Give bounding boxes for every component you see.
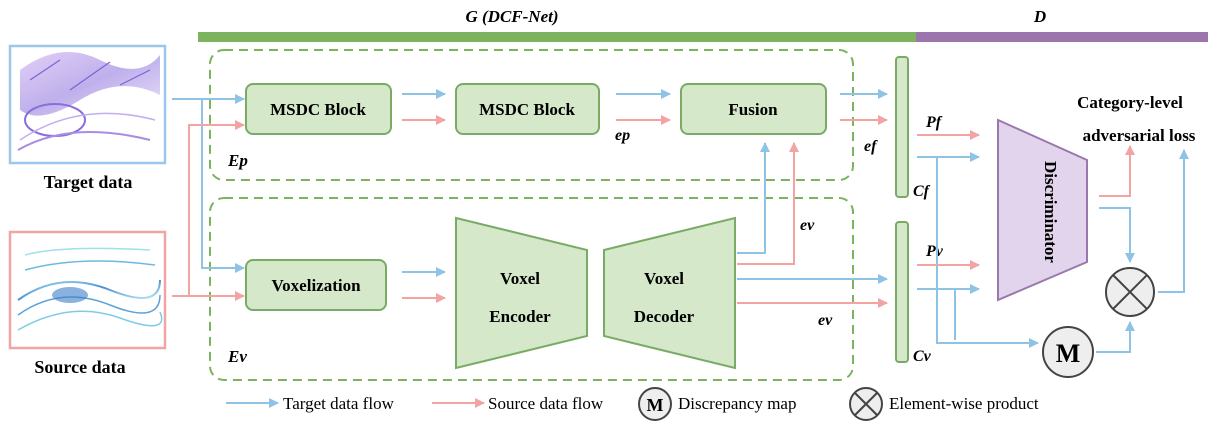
loss-label-line1: Category-level xyxy=(1077,93,1183,112)
ef-feature-label: ef xyxy=(864,138,878,155)
source-data-image xyxy=(8,230,167,350)
msdc-block-1-label: MSDC Block xyxy=(270,100,366,119)
ep-feature-label: ep xyxy=(615,127,630,144)
discriminator-label: Discriminator xyxy=(1041,161,1060,263)
legend-source-label: Source data flow xyxy=(488,394,604,413)
ev-feature-label-top: ev xyxy=(800,217,815,234)
msdc-block-1 xyxy=(245,83,392,135)
cf-label: Cf xyxy=(913,183,931,200)
voxel-encoder xyxy=(455,216,588,370)
discrepancy-map-icon xyxy=(1042,326,1094,378)
source-data-label: Source data xyxy=(34,357,125,377)
legend: Target data flow Source data flow M Disc… xyxy=(226,387,1039,421)
generator-label: G (DCF-Net) xyxy=(465,7,558,26)
legend-product-icon xyxy=(849,387,883,421)
pf-label: Pf xyxy=(925,114,943,131)
voxel-branch-frame xyxy=(209,197,854,381)
target-flow-arrows xyxy=(172,89,1189,353)
legend-target-label: Target data flow xyxy=(283,394,395,413)
target-data-label: Target data xyxy=(44,172,133,192)
fusion-block xyxy=(680,83,827,135)
voxel-decoder-line1: Voxel xyxy=(644,269,684,288)
legend-m-symbol: M xyxy=(647,395,664,415)
discriminator-block xyxy=(997,118,1088,302)
ev-feature-label-bottom: ev xyxy=(818,312,833,329)
legend-m-icon xyxy=(638,387,672,421)
msdc-block-2-label: MSDC Block xyxy=(479,100,575,119)
cv-label: Cv xyxy=(913,348,932,365)
voxel-decoder xyxy=(603,216,736,370)
fusion-block-label: Fusion xyxy=(728,100,778,119)
generator-bar xyxy=(198,32,916,42)
msdc-block-2 xyxy=(455,83,600,135)
voxelization-block xyxy=(245,259,387,311)
legend-discrepancy-label: Discrepancy map xyxy=(678,394,796,413)
voxelization-label: Voxelization xyxy=(271,276,361,295)
discriminator-bar xyxy=(916,32,1208,42)
ev-branch-label: Ev xyxy=(227,347,247,366)
target-data-image xyxy=(8,44,167,165)
discriminator-header-label: D xyxy=(1033,7,1046,26)
source-flow-arrows xyxy=(172,115,1135,308)
pv-label: Pv xyxy=(925,243,944,260)
loss-label-line2: adversarial loss xyxy=(1083,126,1196,145)
legend-product-label: Element-wise product xyxy=(889,394,1039,413)
point-branch-frame xyxy=(209,49,854,181)
classifier-cf-bar xyxy=(895,56,909,198)
element-wise-product-icon xyxy=(1105,267,1155,317)
voxel-encoder-line2: Encoder xyxy=(489,307,551,326)
discrepancy-map-symbol: M xyxy=(1056,339,1081,368)
voxel-encoder-line1: Voxel xyxy=(500,269,540,288)
voxel-decoder-line2: Decoder xyxy=(634,307,695,326)
classifier-cv-bar xyxy=(895,221,909,363)
ep-branch-label: Ep xyxy=(227,151,248,170)
